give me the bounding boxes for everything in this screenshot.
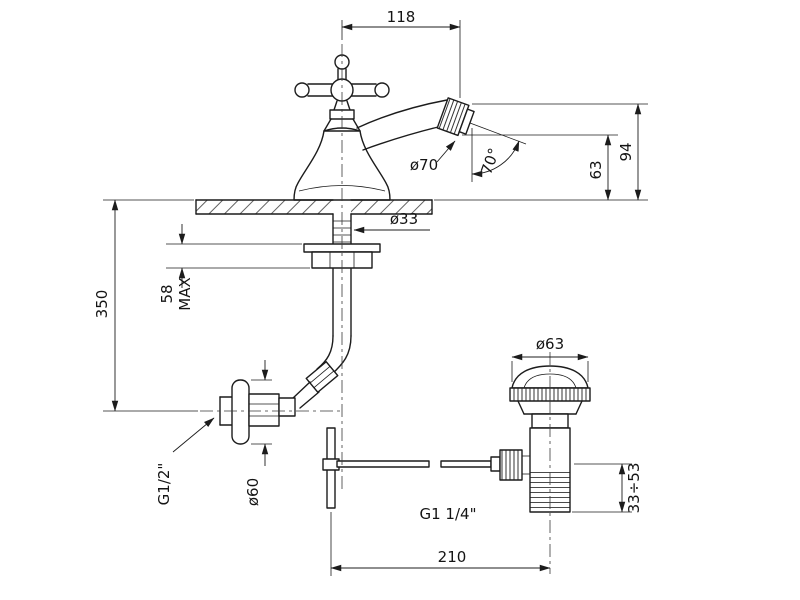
- deck-section: [195, 199, 433, 215]
- dimension-label-3353: 33÷53: [625, 463, 643, 514]
- dim-body-33: ø33: [353, 210, 430, 234]
- dimension-label-210: 210: [438, 548, 467, 566]
- escutcheon: [231, 379, 250, 445]
- dimension-label-58: 58: [158, 284, 176, 303]
- dimension-label-118: 118: [387, 8, 416, 26]
- popup-coupling: [499, 449, 530, 481]
- dimension-label-350: 350: [93, 290, 111, 319]
- dimension-label-d70: ø70: [410, 156, 438, 174]
- dimension-label-max: MAX: [176, 277, 194, 310]
- spout: [356, 99, 448, 151]
- dim-drain-thread: G1 1/4": [420, 505, 477, 523]
- supply-hose: [291, 335, 352, 409]
- dim-escutcheon-60: ø60: [244, 360, 272, 506]
- dim-210: 210: [330, 512, 551, 576]
- aerator: [436, 97, 475, 137]
- centerlines: [200, 44, 551, 574]
- hex-nut: [248, 393, 280, 427]
- dim-deck-58-max: 58 MAX: [158, 224, 310, 311]
- dim-drain-flange-63: ø63: [511, 335, 589, 382]
- popup-rod-assembly: [322, 427, 501, 509]
- cross-handle: [294, 54, 390, 132]
- drain-assembly: [499, 365, 591, 513]
- dimension-label-g12: G1/2": [155, 463, 173, 506]
- dimension-label-94: 94: [617, 142, 635, 161]
- dim-118: 118: [341, 8, 461, 98]
- dimension-label-63: 63: [587, 160, 605, 179]
- dim-aerator-70: ø70: [410, 140, 456, 174]
- dim-angle-70: 70°: [469, 122, 527, 182]
- dimension-label-g114: G1 1/4": [420, 505, 477, 523]
- dimension-label-d33: ø33: [390, 210, 418, 228]
- dim-63: 63: [434, 134, 648, 201]
- dim-350: 350: [93, 199, 198, 412]
- dim-94: 94: [472, 103, 648, 201]
- dim-drain-range: 33÷53: [572, 463, 643, 514]
- hose-fitting: [305, 361, 339, 393]
- dimension-label-d63: ø63: [536, 335, 564, 353]
- dim-supply-thread: G1/2": [155, 417, 215, 506]
- dimension-label-d60: ø60: [244, 478, 262, 506]
- wall-connection: [219, 379, 296, 445]
- dimension-label-angle: 70°: [477, 146, 503, 177]
